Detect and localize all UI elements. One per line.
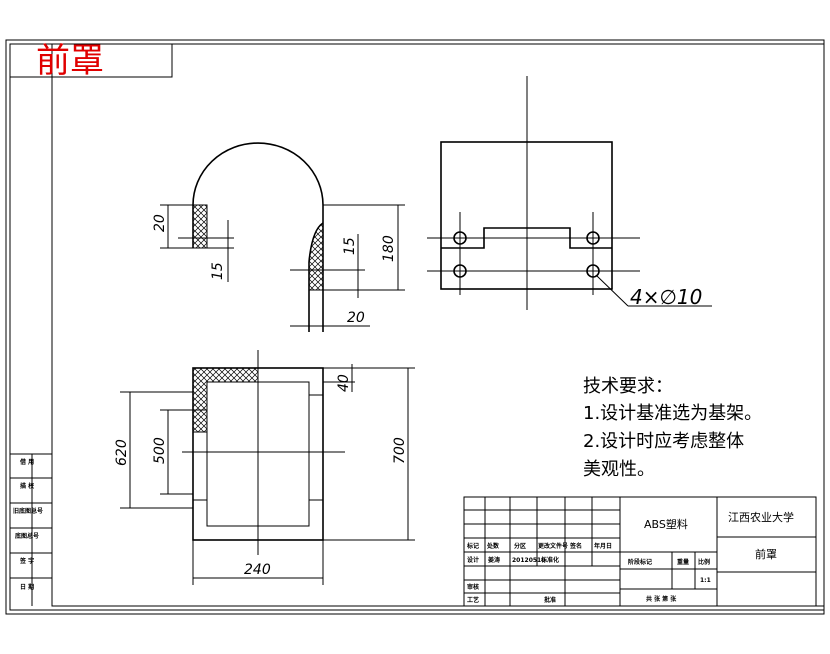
design-label: 设计: [467, 556, 479, 564]
scale-value: 1:1: [700, 577, 711, 584]
design-date: 20120510: [512, 557, 545, 564]
tech-line-1: 1.设计基准选为基架。: [583, 403, 762, 424]
header-count: 处数: [486, 542, 500, 550]
part-name: 前罩: [755, 547, 777, 561]
top-view: [120, 350, 415, 585]
standardization-label: 标准化: [540, 556, 559, 564]
review-label: 审核: [467, 583, 479, 591]
strip-base-no: 底图总号: [15, 532, 39, 540]
dim-40: 40: [336, 374, 352, 392]
corner-title-box: [9, 43, 173, 78]
left-strip: 借 用 描 校 旧底图总号 底图总号 签 字 日 期: [10, 453, 52, 606]
weight-label: 重量: [677, 558, 689, 566]
strip-signature: 签 字: [19, 557, 34, 565]
approve-label: 批准: [544, 596, 556, 604]
strip-date: 日 期: [20, 583, 34, 591]
dim-left-20: 20: [152, 214, 168, 232]
corner-title: 前罩: [36, 41, 104, 81]
university: 江西农业大学: [728, 510, 794, 524]
tech-heading: 技术要求：: [583, 376, 673, 397]
strip-borrow: 借 用: [19, 458, 34, 466]
title-block: [463, 496, 817, 607]
header-mark: 标记: [466, 542, 479, 550]
material: ABS塑料: [644, 517, 688, 531]
sheets-label: 共 张 第 张: [646, 595, 677, 603]
inner-frame: [9, 43, 825, 611]
front-view: [427, 76, 712, 310]
dim-620: 620: [114, 439, 130, 466]
process-label: 工艺: [467, 596, 479, 604]
dim-240: 240: [244, 562, 271, 578]
strip-trace-check: 描 校: [20, 482, 35, 490]
dim-500: 500: [152, 437, 168, 464]
header-zone: 分区: [514, 542, 526, 550]
dim-700: 700: [392, 437, 408, 464]
tech-line-2: 2.设计时应考虑整体: [583, 431, 744, 452]
dim-180: 180: [381, 235, 397, 262]
dim-bottom-20: 20: [347, 310, 365, 326]
header-signature: 签名: [569, 542, 582, 550]
tech-line-3: 美观性。: [583, 459, 655, 480]
header-change-doc: 更改文件号: [538, 542, 568, 550]
drawing-border: [51, 43, 825, 607]
designer-name: 姜涛: [488, 556, 500, 564]
header-date: 年月日: [594, 542, 612, 550]
strip-old-base-no: 旧底图总号: [13, 507, 43, 515]
dim-mid-15: 15: [342, 237, 358, 255]
outer-frame: [5, 39, 825, 615]
stage-mark-label: 阶段标记: [628, 558, 652, 566]
dim-left-15: 15: [210, 262, 226, 280]
hole-note: 4×∅10: [630, 285, 702, 309]
scale-label: 比例: [698, 558, 710, 566]
side-view: [160, 142, 405, 332]
